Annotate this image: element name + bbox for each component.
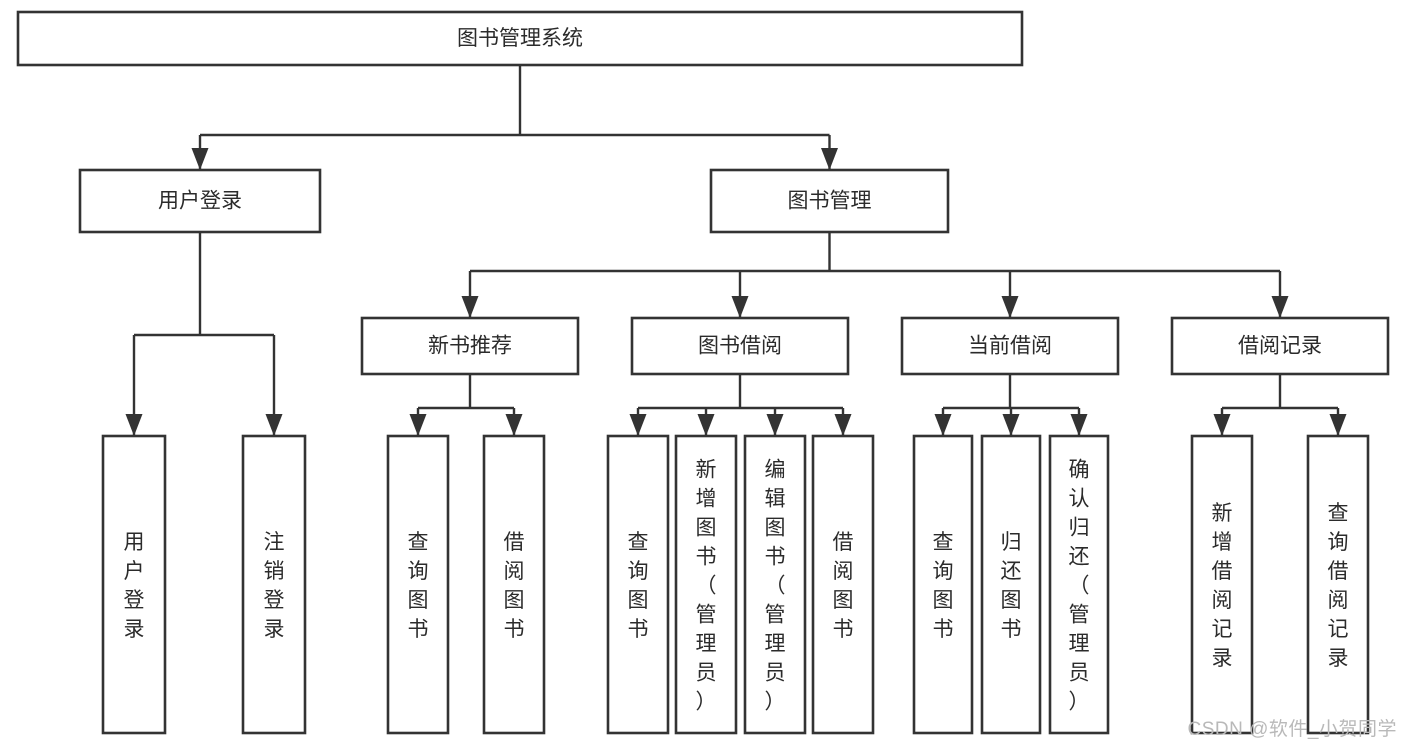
node-box [386,434,450,735]
node-box [16,10,1024,67]
node-box [709,168,950,234]
node-label: 图书管理 [788,190,872,213]
arrow-head-icon [409,414,427,436]
node-box [1190,434,1254,735]
node-label: 注销登录 [264,531,285,641]
node-新书推荐[interactable]: 新书推荐 [360,316,580,376]
node-用户登录[interactable]: 用户登录 [101,434,167,735]
node-图书管理系统[interactable]: 图书管理系统 [16,10,1024,67]
arrow-head-icon [1002,414,1020,436]
node-box [630,316,850,376]
node-box [900,316,1120,376]
node-box [811,434,875,735]
node-查询图书[interactable]: 查询图书 [912,434,974,735]
node-新增图书管理员[interactable]: 新增图书（管理员） [674,434,738,735]
arrow-head-icon [1271,296,1289,318]
arrow-head-icon [1001,296,1019,318]
node-box [980,434,1042,735]
arrow-head-icon [505,414,523,436]
node-label: 图书借阅 [698,335,782,358]
node-当前借阅[interactable]: 当前借阅 [900,316,1120,376]
node-label: 新增借阅记录 [1212,502,1233,670]
node-归还图书[interactable]: 归还图书 [980,434,1042,735]
arrow-head-icon [731,296,749,318]
arrow-head-icon [766,414,784,436]
node-box [101,434,167,735]
arrow-head-icon [265,414,283,436]
arrow-head-icon [934,414,952,436]
arrow-head-icon [821,148,838,170]
node-图书管理[interactable]: 图书管理 [709,168,950,234]
node-label: 编辑图书（管理员） [765,459,786,714]
node-box [912,434,974,735]
node-查询借阅记录[interactable]: 查询借阅记录 [1306,434,1370,735]
node-label: 用户登录 [124,531,145,641]
node-查询图书[interactable]: 查询图书 [606,434,670,735]
node-label: 查询图书 [933,531,954,641]
arrow-head-icon [125,414,143,436]
arrow-head-icon [697,414,715,436]
node-box [606,434,670,735]
node-编辑图书管理员[interactable]: 编辑图书（管理员） [743,434,807,735]
node-label: 借阅图书 [833,531,854,641]
node-label: 图书管理系统 [457,27,583,50]
arrow-head-icon [1329,414,1347,436]
node-box [241,434,307,735]
node-label: 新增图书（管理员） [696,459,717,714]
nodes-layer: 图书管理系统用户登录图书管理用户登录注销登录新书推荐查询图书借阅图书图书借阅查询… [16,10,1390,735]
csdn-watermark: CSDN @软件_小贺同学 [1187,719,1397,740]
arrow-head-icon [461,296,479,318]
arrow-head-icon [1070,414,1088,436]
node-box [1306,434,1370,735]
node-label: 查询图书 [628,531,649,641]
node-label: 归还图书 [1001,531,1022,641]
arrow-head-icon [1213,414,1231,436]
arrow-head-icon [629,414,647,436]
arrow-head-icon [191,148,209,170]
node-借阅图书[interactable]: 借阅图书 [811,434,875,735]
node-box [1170,316,1390,376]
node-label: 查询借阅记录 [1328,502,1349,670]
node-label: 当前借阅 [968,335,1052,358]
node-确认归还管理员[interactable]: 确认归还（管理员） [1048,434,1110,735]
node-label: 确认归还（管理员） [1069,459,1090,714]
node-box [78,168,322,234]
node-box [743,434,807,735]
node-注销登录[interactable]: 注销登录 [241,434,307,735]
node-图书借阅[interactable]: 图书借阅 [630,316,850,376]
node-label: 借阅图书 [504,531,525,641]
node-box [1048,434,1110,735]
node-用户登录[interactable]: 用户登录 [78,168,322,234]
arrow-head-icon [834,414,852,436]
connectors-layer [125,65,1347,436]
node-box [360,316,580,376]
node-label: 用户登录 [158,190,242,213]
node-查询图书[interactable]: 查询图书 [386,434,450,735]
node-label: 新书推荐 [428,335,512,358]
node-新增借阅记录[interactable]: 新增借阅记录 [1190,434,1254,735]
node-借阅记录[interactable]: 借阅记录 [1170,316,1390,376]
node-label: 查询图书 [408,531,429,641]
node-box [674,434,738,735]
node-借阅图书[interactable]: 借阅图书 [482,434,546,735]
node-box [482,434,546,735]
node-label: 借阅记录 [1238,335,1322,358]
